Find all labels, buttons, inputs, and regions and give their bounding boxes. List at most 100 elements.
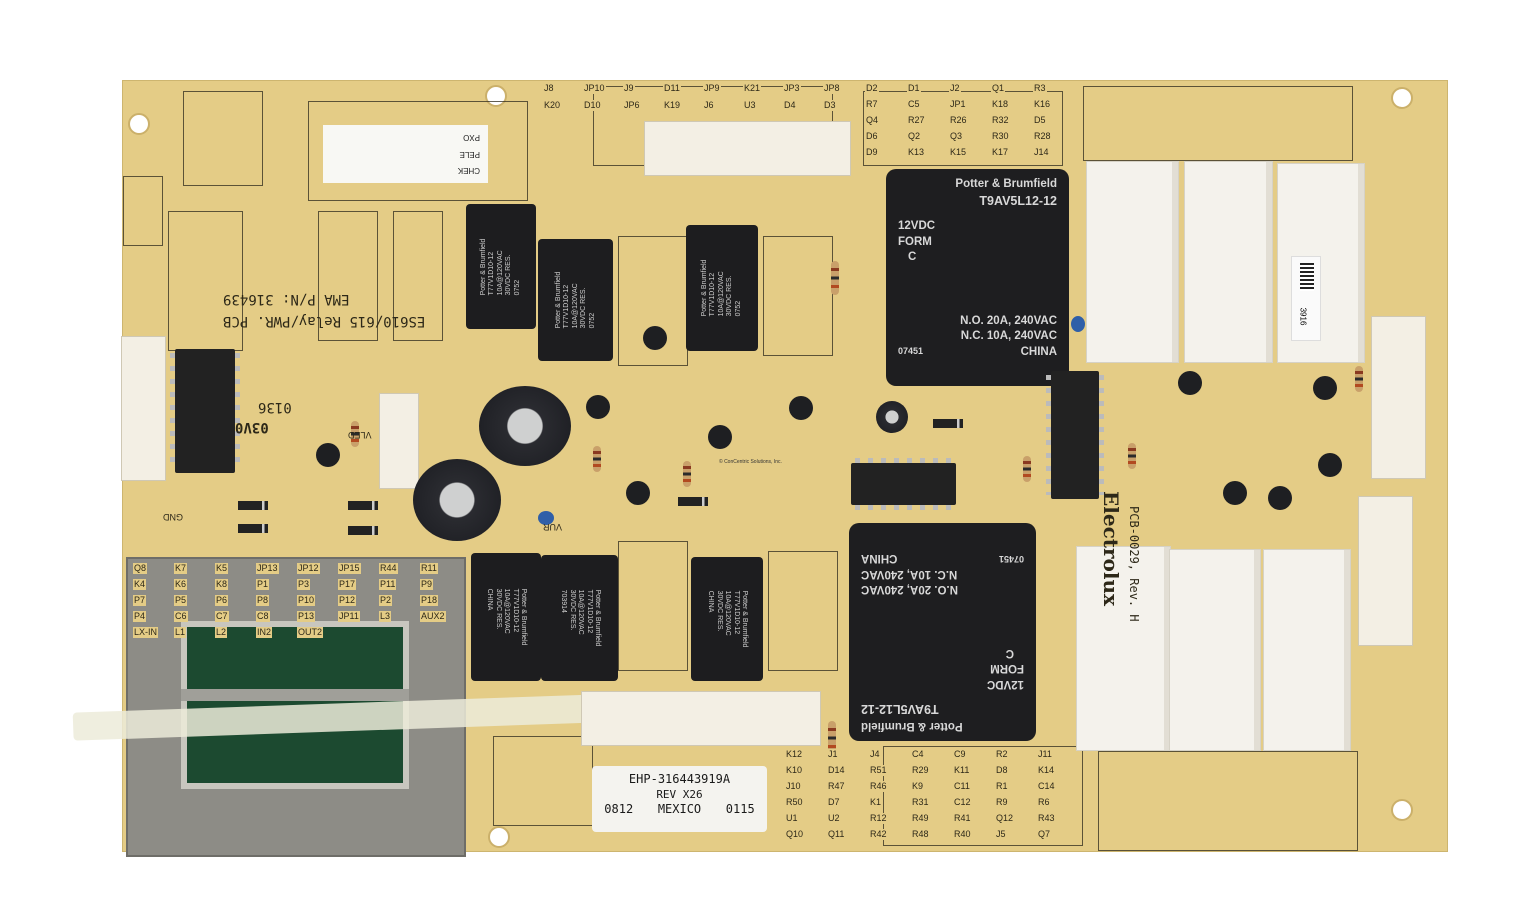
transistor xyxy=(316,443,340,467)
ic-chip xyxy=(1046,371,1104,499)
relay-lot: 0752 xyxy=(734,300,742,317)
relay-coil: 12VDC xyxy=(986,677,1024,690)
connector-header xyxy=(1371,316,1426,479)
circuit-board: Potter & Brumfield T9AV5L12-12 12VDC FOR… xyxy=(72,80,1448,857)
silk-outline xyxy=(1083,86,1353,161)
refdes-label: R1 xyxy=(995,781,1009,792)
refdes-label: D10 xyxy=(583,100,602,111)
refdes-label: D11 xyxy=(663,83,681,94)
relay-maker: Potter & Brumfield xyxy=(593,589,601,647)
refdes-label: D1 xyxy=(907,83,921,94)
resistor xyxy=(351,421,359,447)
relay-origin: CHINA xyxy=(1020,345,1057,358)
label-part-number: EHP-316443919A xyxy=(628,772,731,786)
refdes-label: P5 xyxy=(174,595,188,606)
refdes-label: C11 xyxy=(953,781,971,792)
refdes-label: C7 xyxy=(215,611,229,622)
refdes-label: Q7 xyxy=(1037,829,1052,840)
inspection-tag: CHEK PELE PXO xyxy=(323,125,488,183)
refdes-label: L2 xyxy=(215,627,228,638)
transformer-core xyxy=(181,689,409,701)
refdes-label: K19 xyxy=(663,100,682,111)
refdes-label: D8 xyxy=(995,765,1009,776)
diode xyxy=(348,501,378,510)
ceramic-capacitor xyxy=(538,511,554,525)
transistor xyxy=(1178,371,1202,395)
resistor xyxy=(828,721,836,755)
relay-maker: Potter & Brumfield xyxy=(701,259,709,317)
refdes-label: Q8 xyxy=(133,563,148,574)
refdes-label: JP1 xyxy=(949,99,967,110)
tag-line: PXO xyxy=(463,132,480,142)
relay-rating: 10A@120VAC xyxy=(724,590,732,636)
refdes-label: P12 xyxy=(338,595,357,606)
refdes-label: U1 xyxy=(785,813,799,824)
resistor xyxy=(1023,456,1031,482)
relay-dc-rating: 30VDC RES. xyxy=(494,588,502,630)
refdes-label: OUT2 xyxy=(297,627,324,638)
refdes-label: K6 xyxy=(174,579,188,590)
refdes-label: D2 xyxy=(865,83,879,94)
refdes-label: JP10 xyxy=(583,83,606,94)
refdes-label: R30 xyxy=(991,131,1010,142)
relay-no-rating: N.O. 20A, 240VAC xyxy=(960,314,1057,327)
refdes-label: JP15 xyxy=(338,563,361,574)
transistor xyxy=(1313,376,1337,400)
connector-header xyxy=(379,393,419,489)
resistor xyxy=(683,461,691,487)
refdes-label: JP13 xyxy=(256,563,279,574)
silk-outline xyxy=(183,91,263,186)
silk-outline xyxy=(863,91,1063,166)
refdes-label: D9 xyxy=(865,147,879,158)
refdes-label: D4 xyxy=(783,100,797,111)
refdes-label: P18 xyxy=(420,595,439,606)
refdes-label: JP3 xyxy=(783,83,801,94)
refdes-label: K21 xyxy=(743,83,762,94)
refdes-label: R12 xyxy=(869,813,888,824)
refdes-label: K10 xyxy=(785,765,804,776)
relay-dc-rating: 30VDC RES. xyxy=(505,254,513,295)
resistor xyxy=(831,261,839,295)
refdes-label: C5 xyxy=(907,99,921,110)
refdes-label: K13 xyxy=(907,147,926,158)
refdes-label: K8 xyxy=(215,579,229,590)
refdes-label: J8 xyxy=(543,83,555,94)
refdes-label: R11 xyxy=(420,563,438,574)
refdes-label: P13 xyxy=(297,611,316,622)
relay-origin: CHINA xyxy=(707,590,715,613)
refdes-label: R46 xyxy=(869,781,888,792)
electrolytic-capacitor xyxy=(479,386,571,466)
refdes-label: JP9 xyxy=(703,83,721,94)
refdes-label: Q10 xyxy=(785,829,805,840)
relay-model: T77V1D10-12 xyxy=(511,588,519,633)
refdes-label: R48 xyxy=(911,829,930,840)
silk-model: ES610/615 Relay/PWR. PCB xyxy=(223,313,426,329)
refdes-label: R7 xyxy=(865,99,879,110)
sealed-relay xyxy=(1086,161,1179,363)
relay-maker: Potter & Brumfield xyxy=(861,720,963,732)
relay-maker: Potter & Brumfield xyxy=(480,238,488,295)
ic-chip xyxy=(851,458,956,510)
relay-model: T9AV5L12-12 xyxy=(861,702,939,717)
refdes-label: K16 xyxy=(1033,99,1052,110)
relay-coil: 12VDC xyxy=(898,220,936,233)
silk-outline xyxy=(123,176,163,246)
silk-part-number: EMA P/N: 316439 xyxy=(223,291,350,307)
silk-vur: VUR xyxy=(543,522,563,532)
mounting-hole xyxy=(1391,799,1413,821)
transistor xyxy=(1268,486,1292,510)
side-sticker: 3916 xyxy=(1291,256,1321,341)
refdes-label: R6 xyxy=(1037,797,1051,808)
label-date: 0812 xyxy=(604,801,634,816)
refdes-label: K20 xyxy=(543,100,562,111)
silk-date-code: 0136 xyxy=(258,399,292,415)
refdes-label: K14 xyxy=(1037,765,1056,776)
relay-rating: 10A@120VAC xyxy=(576,589,584,635)
relay-code: 703914 xyxy=(559,589,567,613)
refdes-label: R47 xyxy=(827,781,846,792)
relay-origin: CHINA xyxy=(861,552,898,565)
refdes-label: K15 xyxy=(949,147,968,158)
refdes-label: P11 xyxy=(379,579,397,590)
